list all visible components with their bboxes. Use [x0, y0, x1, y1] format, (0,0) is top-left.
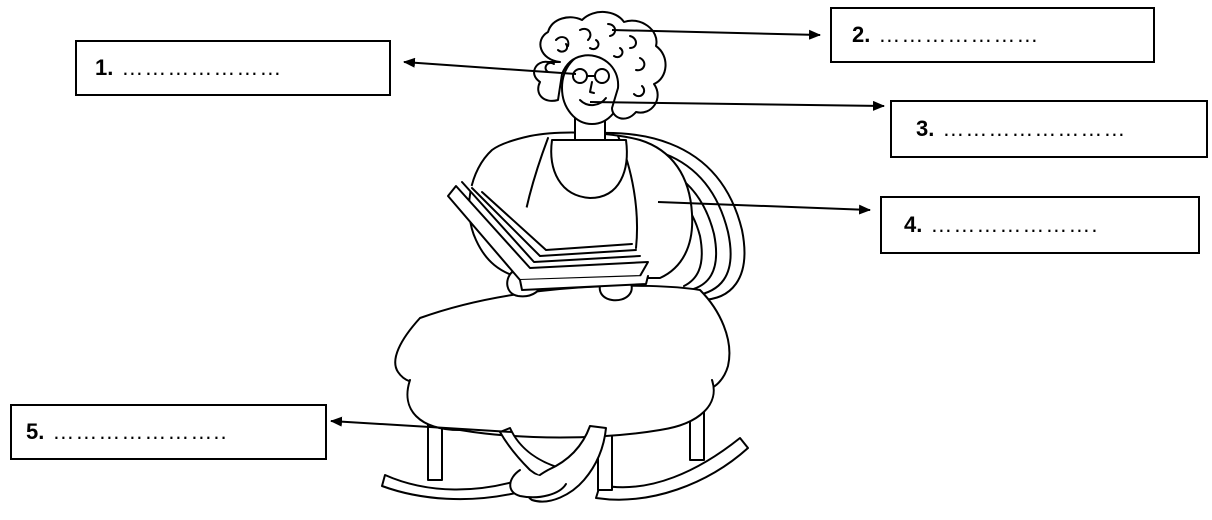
answer-blank-3[interactable]: …………………… [942, 116, 1126, 142]
label-number-2: 2. [852, 22, 870, 48]
label-box-3[interactable]: 3. …………………… [890, 100, 1208, 158]
label-box-2[interactable]: 2. ………………… [830, 7, 1155, 63]
answer-blank-2[interactable]: ………………… [878, 22, 1039, 48]
label-number-5: 5. [26, 419, 44, 445]
answer-blank-1[interactable]: ………………… [121, 55, 282, 81]
label-box-5[interactable]: 5. ………………….. [10, 404, 327, 460]
label-box-4[interactable]: 4. …………………. [880, 196, 1200, 254]
answer-blank-5[interactable]: ………………….. [52, 419, 227, 445]
answer-blank-4[interactable]: …………………. [930, 212, 1098, 238]
label-box-1[interactable]: 1. ………………… [75, 40, 391, 96]
label-number-1: 1. [95, 55, 113, 81]
label-number-3: 3. [916, 116, 934, 142]
label-number-4: 4. [904, 212, 922, 238]
